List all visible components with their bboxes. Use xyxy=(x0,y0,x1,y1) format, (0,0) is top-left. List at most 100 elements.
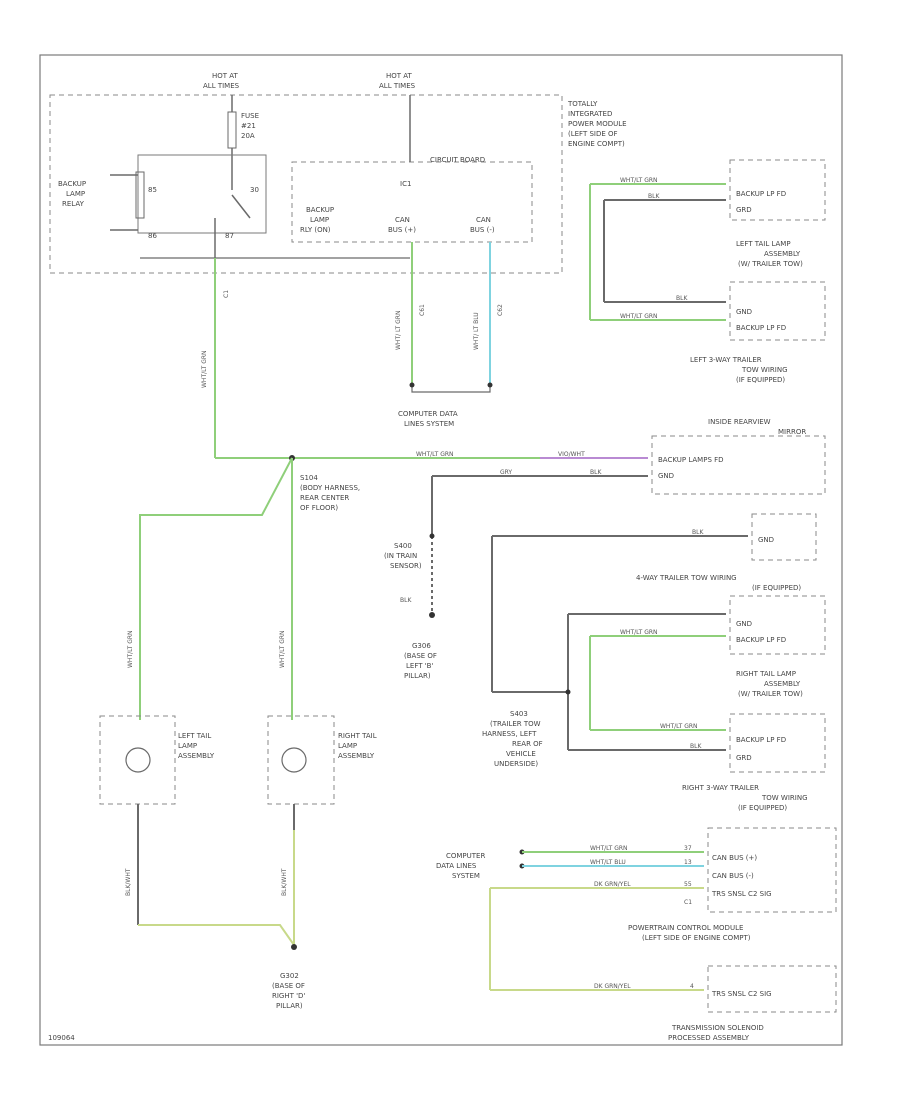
circuit-board-box xyxy=(291,161,533,243)
svg-text:S403: S403 xyxy=(510,710,528,718)
left-tail-lamp-trailer-pins: BACKUP LP FD GRD xyxy=(736,190,786,214)
svg-text:GRD: GRD xyxy=(736,754,752,762)
s403-splice xyxy=(565,689,571,695)
svg-text:PROCESSED ASSEMBLY: PROCESSED ASSEMBLY xyxy=(668,1034,750,1042)
svg-text:MIRROR: MIRROR xyxy=(778,428,806,436)
svg-text:COMPUTER DATA: COMPUTER DATA xyxy=(398,410,458,418)
pin-c1-label: C1 xyxy=(223,290,230,298)
wire-left-tail-feed xyxy=(139,457,293,720)
svg-text:RLY (ON): RLY (ON) xyxy=(300,226,331,234)
relay-pin-87: 87 xyxy=(225,232,234,240)
computer-data-lines-2-label: COMPUTER DATA LINES SYSTEM xyxy=(436,852,485,880)
svg-text:(BODY HARNESS,: (BODY HARNESS, xyxy=(300,484,360,492)
fuse-icon xyxy=(227,111,237,149)
wire-left-tail-ground xyxy=(138,924,295,946)
svg-text:VEHICLE: VEHICLE xyxy=(506,750,536,758)
svg-text:BACKUP LAMPS FD: BACKUP LAMPS FD xyxy=(658,456,724,464)
svg-text:(LEFT SIDE OF ENGINE COMPT): (LEFT SIDE OF ENGINE COMPT) xyxy=(642,934,751,942)
right-tail-trailer-pins-top: GND BACKUP LP FD xyxy=(736,620,786,644)
svg-text:(LEFT SIDE OF: (LEFT SIDE OF xyxy=(568,130,618,138)
svg-text:DK GRN/YEL: DK GRN/YEL xyxy=(594,983,631,990)
svg-text:WHT/LT GRN: WHT/LT GRN xyxy=(620,313,658,320)
svg-text:ASSEMBLY: ASSEMBLY xyxy=(338,752,375,760)
svg-text:(TRAILER TOW: (TRAILER TOW xyxy=(490,720,541,728)
trans-solenoid-label: TRANSMISSION SOLENOID PROCESSED ASSEMBLY xyxy=(668,1024,764,1042)
mirror-label: INSIDE REARVIEW MIRROR xyxy=(708,418,806,436)
relay-coil-icon xyxy=(135,171,145,219)
connector-c61: C61 xyxy=(419,304,426,316)
svg-text:ALL TIMES: ALL TIMES xyxy=(379,82,416,90)
svg-text:LAMP: LAMP xyxy=(338,742,357,750)
svg-text:HOT AT: HOT AT xyxy=(386,72,413,80)
svg-text:TRANSMISSION SOLENOID: TRANSMISSION SOLENOID xyxy=(671,1024,764,1032)
svg-text:TRS SNSL C2 SIG: TRS SNSL C2 SIG xyxy=(711,890,772,898)
svg-text:DK GRN/YEL: DK GRN/YEL xyxy=(594,881,631,888)
right-3way-trailer-pins: BACKUP LP FD GRD xyxy=(736,736,786,762)
svg-text:BUS (-): BUS (-) xyxy=(470,226,495,234)
left-tail-lamp-trailer-label: LEFT TAIL LAMP ASSEMBLY (W/ TRAILER TOW) xyxy=(736,240,803,268)
svg-text:LEFT 'B': LEFT 'B' xyxy=(406,662,433,670)
svg-text:REAR OF: REAR OF xyxy=(512,740,543,748)
svg-text:LEFT TAIL LAMP: LEFT TAIL LAMP xyxy=(736,240,791,248)
svg-text:HOT AT: HOT AT xyxy=(212,72,239,80)
svg-text:WHT/LT GRN: WHT/LT GRN xyxy=(660,723,698,730)
svg-text:GND: GND xyxy=(736,620,752,628)
svg-text:REAR CENTER: REAR CENTER xyxy=(300,494,349,502)
fuse-label: FUSE #21 20A xyxy=(241,112,259,140)
svg-text:#21: #21 xyxy=(241,122,256,130)
svg-text:LEFT TAIL: LEFT TAIL xyxy=(178,732,211,740)
svg-text:G306: G306 xyxy=(412,642,431,650)
outer-frame xyxy=(39,54,843,1046)
relay-pin-30: 30 xyxy=(250,186,259,194)
right-tail-lamp-bulb-icon xyxy=(281,747,307,773)
wire-label-vertical-2: WHT/ LT GRN xyxy=(395,311,402,350)
svg-text:(IF EQUIPPED): (IF EQUIPPED) xyxy=(736,376,785,384)
left-tail-lamp-bulb-icon xyxy=(125,747,151,773)
svg-text:CAN BUS (+): CAN BUS (+) xyxy=(712,854,757,862)
violet-wire-label: VIO/WHT xyxy=(558,451,585,458)
relay-pin-86: 86 xyxy=(148,232,157,240)
svg-text:S400: S400 xyxy=(394,542,412,550)
hot-at-all-times-1: HOT AT ALL TIMES xyxy=(203,72,240,90)
svg-text:UNDERSIDE): UNDERSIDE) xyxy=(494,760,538,768)
computer-data-lines-label: COMPUTER DATA LINES SYSTEM xyxy=(398,410,458,428)
svg-text:WHT/LT GRN: WHT/LT GRN xyxy=(127,630,134,668)
svg-text:RIGHT 'D': RIGHT 'D' xyxy=(272,992,305,1000)
left-tail-lamp-box xyxy=(99,715,176,805)
g302-ground-label: G302 (BASE OF RIGHT 'D' PILLAR) xyxy=(272,972,305,1010)
svg-text:RELAY: RELAY xyxy=(62,200,85,208)
svg-text:S104: S104 xyxy=(300,474,318,482)
hot-at-all-times-2: HOT AT ALL TIMES xyxy=(379,72,416,90)
svg-text:BACKUP LP FD: BACKUP LP FD xyxy=(736,190,786,198)
svg-text:GRY: GRY xyxy=(500,469,512,476)
right-tail-lamp-box xyxy=(267,715,335,805)
svg-text:WHT/LT GRN: WHT/LT GRN xyxy=(416,451,454,458)
svg-text:(W/ TRAILER TOW): (W/ TRAILER TOW) xyxy=(738,260,803,268)
right-tail-trailer-box-top xyxy=(729,595,826,655)
svg-text:CAN: CAN xyxy=(395,216,410,224)
trans-solenoid-box xyxy=(707,965,837,1013)
svg-text:BACKUP LP FD: BACKUP LP FD xyxy=(736,324,786,332)
svg-text:55: 55 xyxy=(684,881,692,888)
svg-text:20A: 20A xyxy=(241,132,255,140)
svg-text:ASSEMBLY: ASSEMBLY xyxy=(178,752,215,760)
svg-text:BACKUP: BACKUP xyxy=(306,206,334,214)
svg-text:ENGINE COMPT): ENGINE COMPT) xyxy=(568,140,625,148)
svg-text:OF FLOOR): OF FLOOR) xyxy=(300,504,338,512)
backup-lamp-rly-label: BACKUP LAMP RLY (ON) xyxy=(300,206,334,234)
wire-label-vertical-1: WHT/LT GRN xyxy=(201,350,208,388)
s104-label: S104 (BODY HARNESS, REAR CENTER OF FLOOR… xyxy=(300,474,360,512)
g306-ground-label: G306 (BASE OF LEFT 'B' PILLAR) xyxy=(404,642,437,680)
svg-text:WHT/LT GRN: WHT/LT GRN xyxy=(590,845,628,852)
svg-text:4-WAY TRAILER TOW WIRING: 4-WAY TRAILER TOW WIRING xyxy=(636,574,737,582)
svg-text:HARNESS, LEFT: HARNESS, LEFT xyxy=(482,730,537,738)
svg-text:RIGHT TAIL LAMP: RIGHT TAIL LAMP xyxy=(736,670,796,678)
svg-text:INSIDE REARVIEW: INSIDE REARVIEW xyxy=(708,418,771,426)
svg-text:BLK: BLK xyxy=(692,529,704,536)
svg-text:RIGHT TAIL: RIGHT TAIL xyxy=(338,732,377,740)
svg-text:TOTALLY: TOTALLY xyxy=(567,100,598,108)
can-h-label: CAN BUS (+) xyxy=(388,216,416,234)
left-3way-trailer-label: LEFT 3-WAY TRAILER TOW WIRING (IF EQUIPP… xyxy=(690,356,788,384)
